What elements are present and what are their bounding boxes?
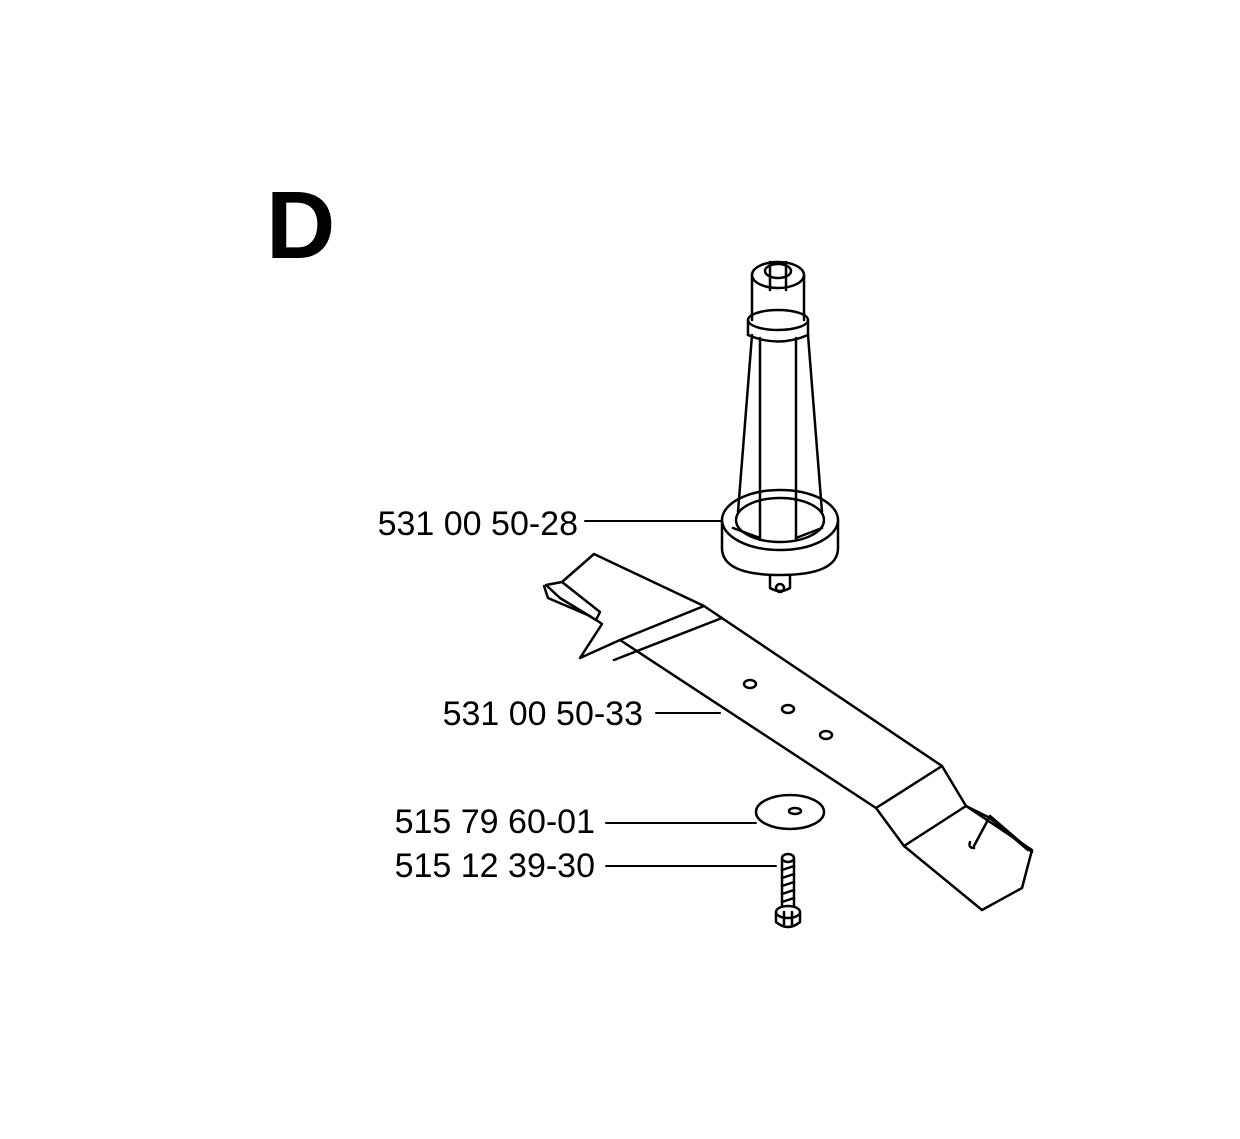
bolt-icon: [774, 852, 802, 929]
part-number-label-bolt: 515 12 39-30: [394, 847, 595, 885]
mower-blade-icon: [542, 552, 1034, 912]
blade-adapter-hub-icon: [720, 260, 840, 594]
part-number-label-hub: 531 00 50-28: [377, 505, 578, 543]
part-number-label-washer: 515 79 60-01: [394, 803, 595, 841]
part-number-label-blade: 531 00 50-33: [442, 695, 643, 733]
leader-lines: [584, 520, 777, 867]
section-letter: D: [266, 172, 336, 279]
washer-icon: [754, 793, 826, 831]
